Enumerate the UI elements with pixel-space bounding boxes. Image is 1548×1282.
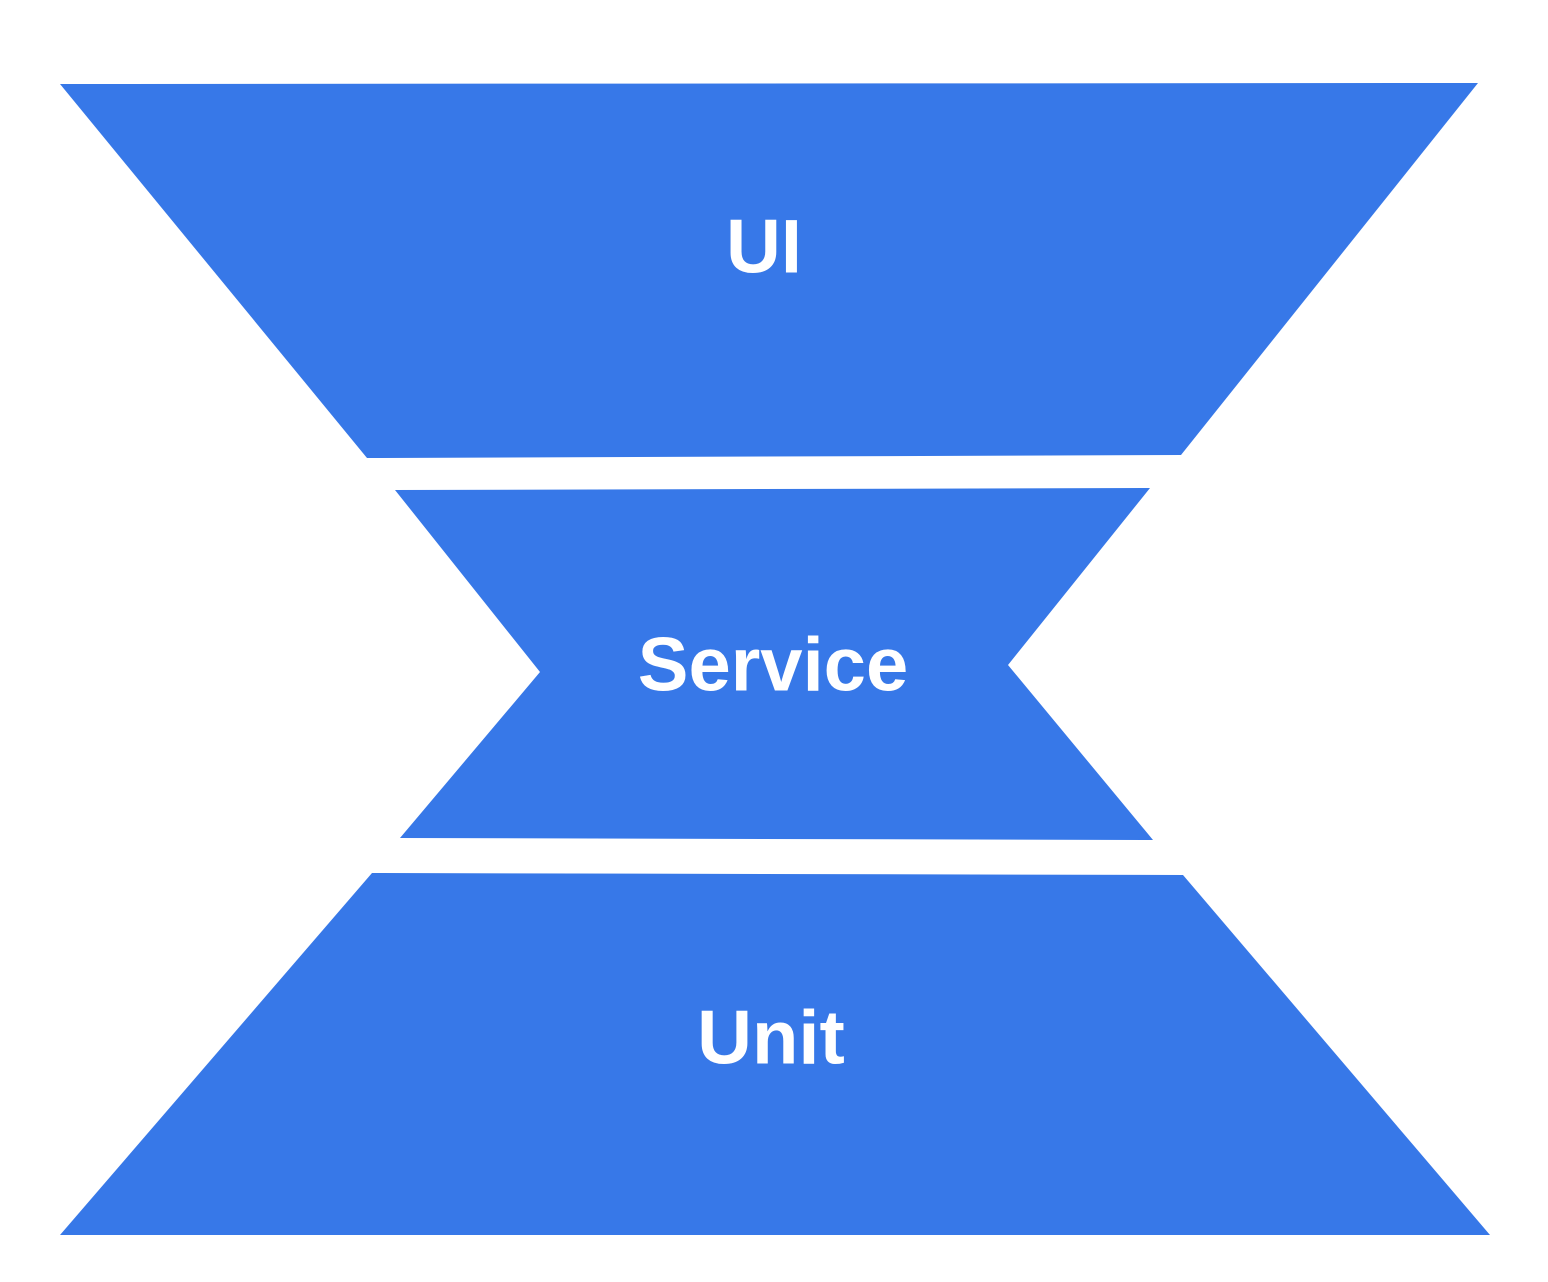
unit-layer-label: Unit: [697, 996, 845, 1081]
service-layer-label: Service: [638, 623, 908, 708]
service-layer: Service: [395, 488, 1153, 840]
ui-layer: UI: [60, 83, 1478, 458]
ui-layer-label: UI: [726, 205, 802, 290]
service-layer-shape: [395, 488, 1153, 840]
unit-layer: Unit: [60, 873, 1490, 1235]
unit-layer-shape: [60, 873, 1490, 1235]
ui-layer-shape: [60, 83, 1478, 458]
